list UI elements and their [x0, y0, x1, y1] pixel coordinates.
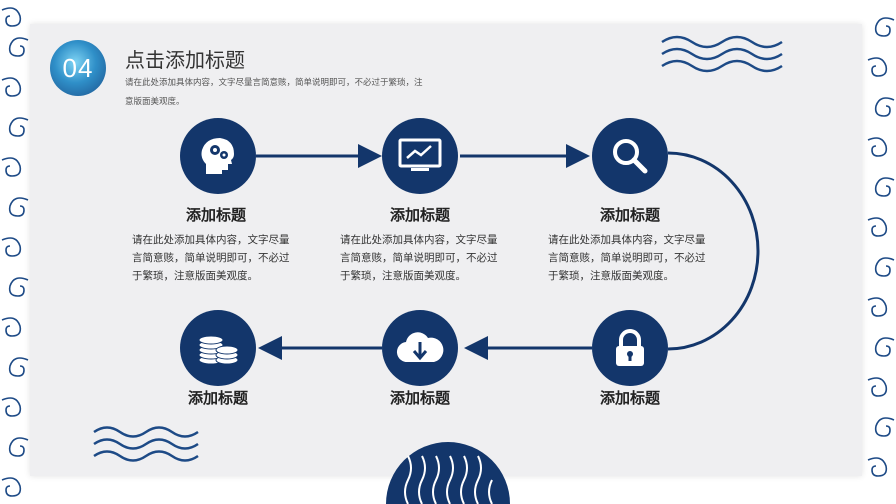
right-swirl-border [867, 17, 895, 477]
page-subtitle[interactable]: 请在此处添加具体内容，文字尽量言简意赅，简单说明即可，不必过于繁琐，注意版面美观… [125, 78, 423, 107]
wave-halfcircle-decoration [386, 442, 510, 504]
step-5-title[interactable]: 添加标题 [389, 389, 450, 407]
padlock-icon [616, 329, 644, 366]
magnifier-icon [613, 139, 648, 174]
wave-decoration-bottom [93, 426, 199, 462]
wave-decoration-top [661, 35, 783, 73]
content-panel [30, 24, 862, 476]
step-3-title[interactable]: 添加标题 [599, 206, 660, 224]
step-6-title[interactable]: 添加标题 [187, 389, 248, 407]
step-4-title[interactable]: 添加标题 [599, 389, 660, 407]
step-2-title[interactable]: 添加标题 [389, 206, 450, 224]
arc-3-4 [667, 151, 760, 351]
step-5-circle [382, 310, 458, 386]
step-1-circle [180, 118, 256, 194]
chart-monitor-icon [398, 138, 442, 171]
left-swirl-border [1, 7, 29, 497]
coins-icon [198, 335, 239, 365]
step-2-circle [382, 118, 458, 194]
brain-gears-icon [201, 138, 234, 174]
cloud-download-icon [396, 332, 444, 363]
section-number-badge: 04 [50, 40, 106, 96]
step-3-description[interactable]: 请在此处添加具体内容，文字尽量言简意赅，简单说明即可，不必过于繁琐，注意版面美观… [548, 234, 706, 282]
step-6-circle [180, 310, 256, 386]
step-1-description[interactable]: 请在此处添加具体内容，文字尽量言简意赅，简单说明即可，不必过于繁琐，注意版面美观… [132, 234, 290, 282]
step-4-circle [592, 310, 668, 386]
step-2-description[interactable]: 请在此处添加具体内容，文字尽量言简意赅，简单说明即可，不必过于繁琐，注意版面美观… [340, 234, 498, 282]
step-1-title[interactable]: 添加标题 [185, 206, 246, 224]
page-title[interactable]: 点击添加标题 [125, 48, 245, 72]
section-number: 04 [62, 52, 94, 83]
step-3-circle [592, 118, 668, 194]
